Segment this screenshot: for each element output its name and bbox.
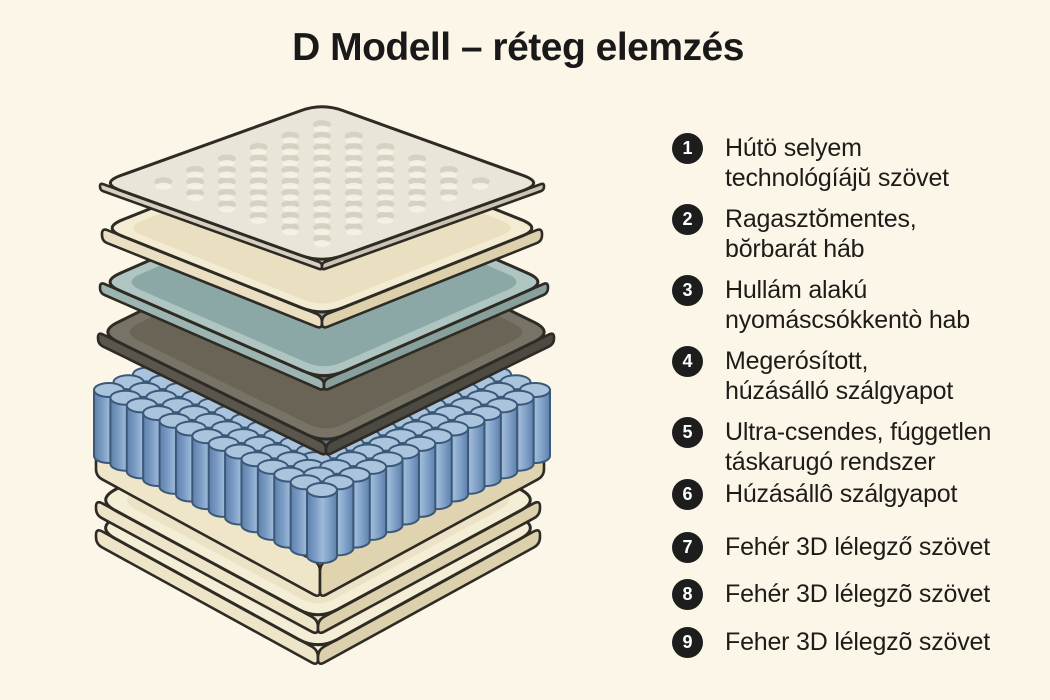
legend-number-badge: 3 — [672, 275, 703, 306]
legend-number-badge: 1 — [672, 133, 703, 164]
legend-line: Megerósított, — [725, 347, 869, 375]
legend-number-badge: 6 — [672, 479, 703, 510]
legend-item: 1 Hútö selyem technológíájŭ szövet — [672, 133, 1044, 193]
legend-number-badge: 5 — [672, 417, 703, 448]
legend-item: 2 Ragasztŏmentes, bŏrbarát háb — [672, 204, 1044, 264]
legend-line: nyomáscsókkentò hab — [725, 306, 970, 334]
legend-line: Fehér 3D lélegzõ szövet — [725, 580, 990, 608]
legend-item: 3 Hullám alakú nyomáscsókkentò hab — [672, 275, 1044, 335]
legend-number-badge: 2 — [672, 204, 703, 235]
legend-line: Feher 3D lélegzõ szövet — [725, 628, 990, 656]
legend-text: Megerósított, húzásálló szálgyapot — [725, 346, 953, 406]
legend-item: 9 Feher 3D lélegzõ szövet — [672, 627, 1044, 658]
legend-line: bŏrbarát háb — [725, 235, 865, 263]
legend-line: Ragasztŏmentes, — [725, 205, 917, 233]
legend-line: technológíájŭ szövet — [725, 164, 949, 192]
mattress-exploded-diagram — [93, 105, 556, 665]
legend-line: Húzásállô szálgyapot — [725, 480, 958, 508]
legend-number-badge: 9 — [672, 627, 703, 658]
legend-line: Fehér 3D lélegző szövet — [725, 533, 990, 561]
legend-line: Hútö selyem — [725, 134, 862, 162]
legend-text: Húzásállô szálgyapot — [725, 479, 957, 509]
legend-line: Hullám alakú — [725, 276, 868, 304]
legend-item: 4 Megerósított, húzásálló szálgyapot — [672, 346, 1044, 406]
legend-text: Fehér 3D lélegző szövet — [725, 532, 990, 562]
legend-line: Ultra-csendes, fúggetlen — [725, 418, 992, 446]
legend-item: 7 Fehér 3D lélegző szövet — [672, 532, 1044, 563]
legend-line: táskarugó rendszer — [725, 448, 936, 476]
legend-text: Ragasztŏmentes, bŏrbarát háb — [725, 204, 917, 264]
legend-item: 5 Ultra-csendes, fúggetlen táskarugó ren… — [672, 417, 1044, 477]
legend-item: 8 Fehér 3D lélegzõ szövet — [672, 579, 1044, 610]
legend-item: 6 Húzásállô szálgyapot — [672, 479, 1044, 510]
legend-text: Hullám alakú nyomáscsókkentò hab — [725, 275, 970, 335]
legend-text: Fehér 3D lélegzõ szövet — [725, 579, 990, 609]
legend-text: Ultra-csendes, fúggetlen táskarugó rends… — [725, 417, 991, 477]
layer-legend: 1 Hútö selyem technológíájŭ szövet 2 Rag… — [672, 133, 1044, 669]
legend-number-badge: 4 — [672, 346, 703, 377]
legend-line: húzásálló szálgyapot — [725, 377, 954, 405]
legend-text: Hútö selyem technológíájŭ szövet — [725, 133, 949, 193]
legend-number-badge: 8 — [672, 579, 703, 610]
page-title: D Modell – réteg elemzés — [292, 26, 744, 69]
legend-number-badge: 7 — [672, 532, 703, 563]
legend-text: Feher 3D lélegzõ szövet — [725, 627, 990, 657]
